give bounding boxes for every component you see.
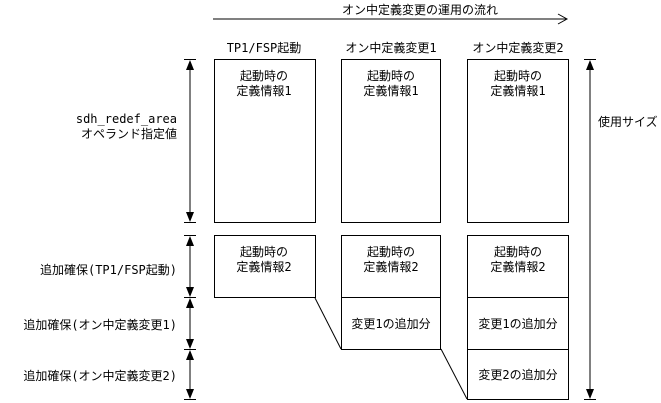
col3-def-info2-label-2: 定義情報2 [490, 259, 545, 274]
col3-def-info1-label-2: 定義情報1 [490, 83, 545, 98]
column-header-tp1: TP1/FSP起動 [227, 41, 302, 55]
dim-extra-change1-arrow-down [186, 339, 194, 349]
dim-used-size-arrow-up [586, 60, 594, 70]
col3-def-info1-label-1: 起動時の [494, 69, 542, 83]
dim-extra-change1-arrow-up [186, 298, 194, 308]
col2-def-info2-label-1: 起動時の [367, 245, 415, 259]
left-label-extra-tp1: 追加確保(TP1/FSP起動) [40, 262, 177, 277]
flow-title: オン中定義変更の運用の流れ [342, 2, 498, 17]
dim-operand-arrow-down [186, 212, 194, 222]
col3-change2-box [467, 349, 569, 400]
col1-def-info1-label-1: 起動時の [240, 69, 288, 83]
dim-used-size-arrow-down [586, 389, 594, 399]
connector-col2-col3 [440, 348, 468, 400]
dim-extra-tp1-arrow-up [186, 236, 194, 246]
column-header-change1: オン中定義変更1 [345, 40, 436, 55]
col2-def-info1-label-2: 定義情報1 [363, 83, 418, 98]
flow-arrow-head [557, 13, 569, 25]
col2-change1-label: 変更1の追加分 [351, 316, 430, 331]
col3-def-info2-label-1: 起動時の [494, 245, 542, 259]
col1-def-info2-label-2: 定義情報2 [236, 259, 291, 274]
left-label-area-name: sdh_redef_area [76, 112, 177, 126]
col2-def-info2-label-2: 定義情報2 [363, 259, 418, 274]
dim-operand-arrow-up [186, 60, 194, 70]
col1-def-info1-label-2: 定義情報1 [236, 83, 291, 98]
dim-extra-change2-arrow-down [186, 389, 194, 399]
col2-def-info1-box [341, 59, 441, 223]
connector-col1-col2 [314, 297, 342, 350]
left-label-extra-change1: 追加確保(オン中定義変更1) [23, 317, 177, 332]
dim-extra-tp1-arrow-down [186, 287, 194, 297]
col3-change2-label: 変更2の追加分 [478, 367, 557, 382]
column-header-change2: オン中定義変更2 [472, 40, 563, 55]
col1-def-info1-box [214, 59, 316, 223]
col2-def-info1-label-1: 起動時の [367, 69, 415, 83]
col2-change1-box [341, 297, 441, 350]
left-label-extra-change2: 追加確保(オン中定義変更2) [23, 368, 177, 383]
col1-def-info2-box [214, 235, 316, 298]
col3-change1-label: 変更1の追加分 [478, 316, 557, 331]
col3-def-info1-box [467, 59, 569, 223]
col1-def-info2-label-1: 起動時の [240, 245, 288, 259]
right-label-used-size: 使用サイズ [598, 114, 658, 129]
dim-extra-change2-arrow-up [186, 350, 194, 360]
left-label-area-desc: オペランド指定値 [81, 126, 177, 141]
